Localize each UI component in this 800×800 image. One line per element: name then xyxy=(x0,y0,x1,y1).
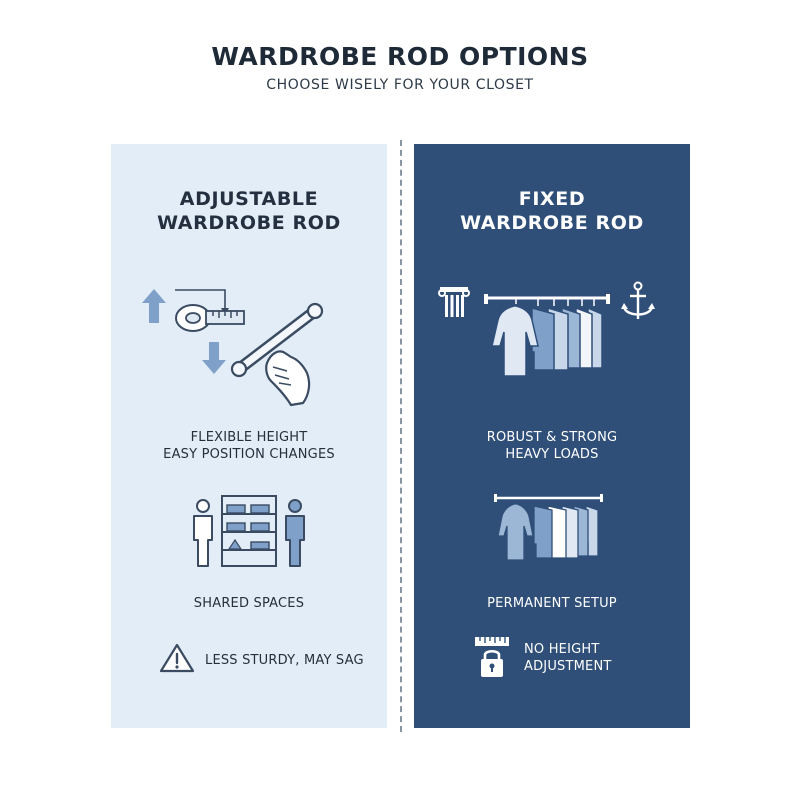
fixed-feature1-line2: HEAVY LOADS xyxy=(505,447,599,462)
adjustable-drawback: LESS STURDY, MAY SAG xyxy=(205,653,364,668)
tape-measure-icon xyxy=(175,289,245,332)
fixed-drawback-line1: NO HEIGHT xyxy=(524,642,600,657)
adjustable-feature1-line1: FLEXIBLE HEIGHT xyxy=(190,430,308,445)
down-arrow-icon xyxy=(202,342,226,374)
lock-ruler-icon xyxy=(475,637,509,677)
fixed-title-line2: WARDROBE ROD xyxy=(460,212,644,234)
pillar-icon xyxy=(438,287,470,317)
adjustable-feature2: SHARED SPACES xyxy=(193,596,305,611)
up-arrow-icon xyxy=(142,289,166,323)
warning-icon xyxy=(159,643,195,673)
adjustable-panel: ADJUSTABLE WARDROBE ROD FLEXIBLE HEIGHT … xyxy=(111,144,387,728)
fixed-feature2: PERMANENT SETUP xyxy=(487,596,617,611)
fixed-title-line1: FIXED xyxy=(518,188,586,210)
panel-divider xyxy=(400,140,402,732)
fixed-feature1-line1: ROBUST & STRONG xyxy=(486,430,618,445)
adjustable-feature1-line2: EASY POSITION CHANGES xyxy=(163,447,335,462)
page-subtitle: CHOOSE WISELY FOR YOUR CLOSET xyxy=(266,77,534,93)
page-title: WARDROBE ROD OPTIONS xyxy=(211,42,589,71)
adjustable-title-line1: ADJUSTABLE xyxy=(179,188,319,210)
adjustable-title-line2: WARDROBE ROD xyxy=(157,212,341,234)
anchor-icon xyxy=(621,281,655,319)
people-with-shelf-icon xyxy=(193,495,305,567)
small-clothes-rack-icon xyxy=(494,494,603,561)
hand-adjusting-rod-icon xyxy=(230,302,324,407)
fixed-drawback-line2: ADJUSTMENT xyxy=(524,659,612,674)
fixed-panel: FIXED WARDROBE ROD ROBUST & S xyxy=(414,144,690,728)
clothes-rack-icon xyxy=(484,294,610,377)
